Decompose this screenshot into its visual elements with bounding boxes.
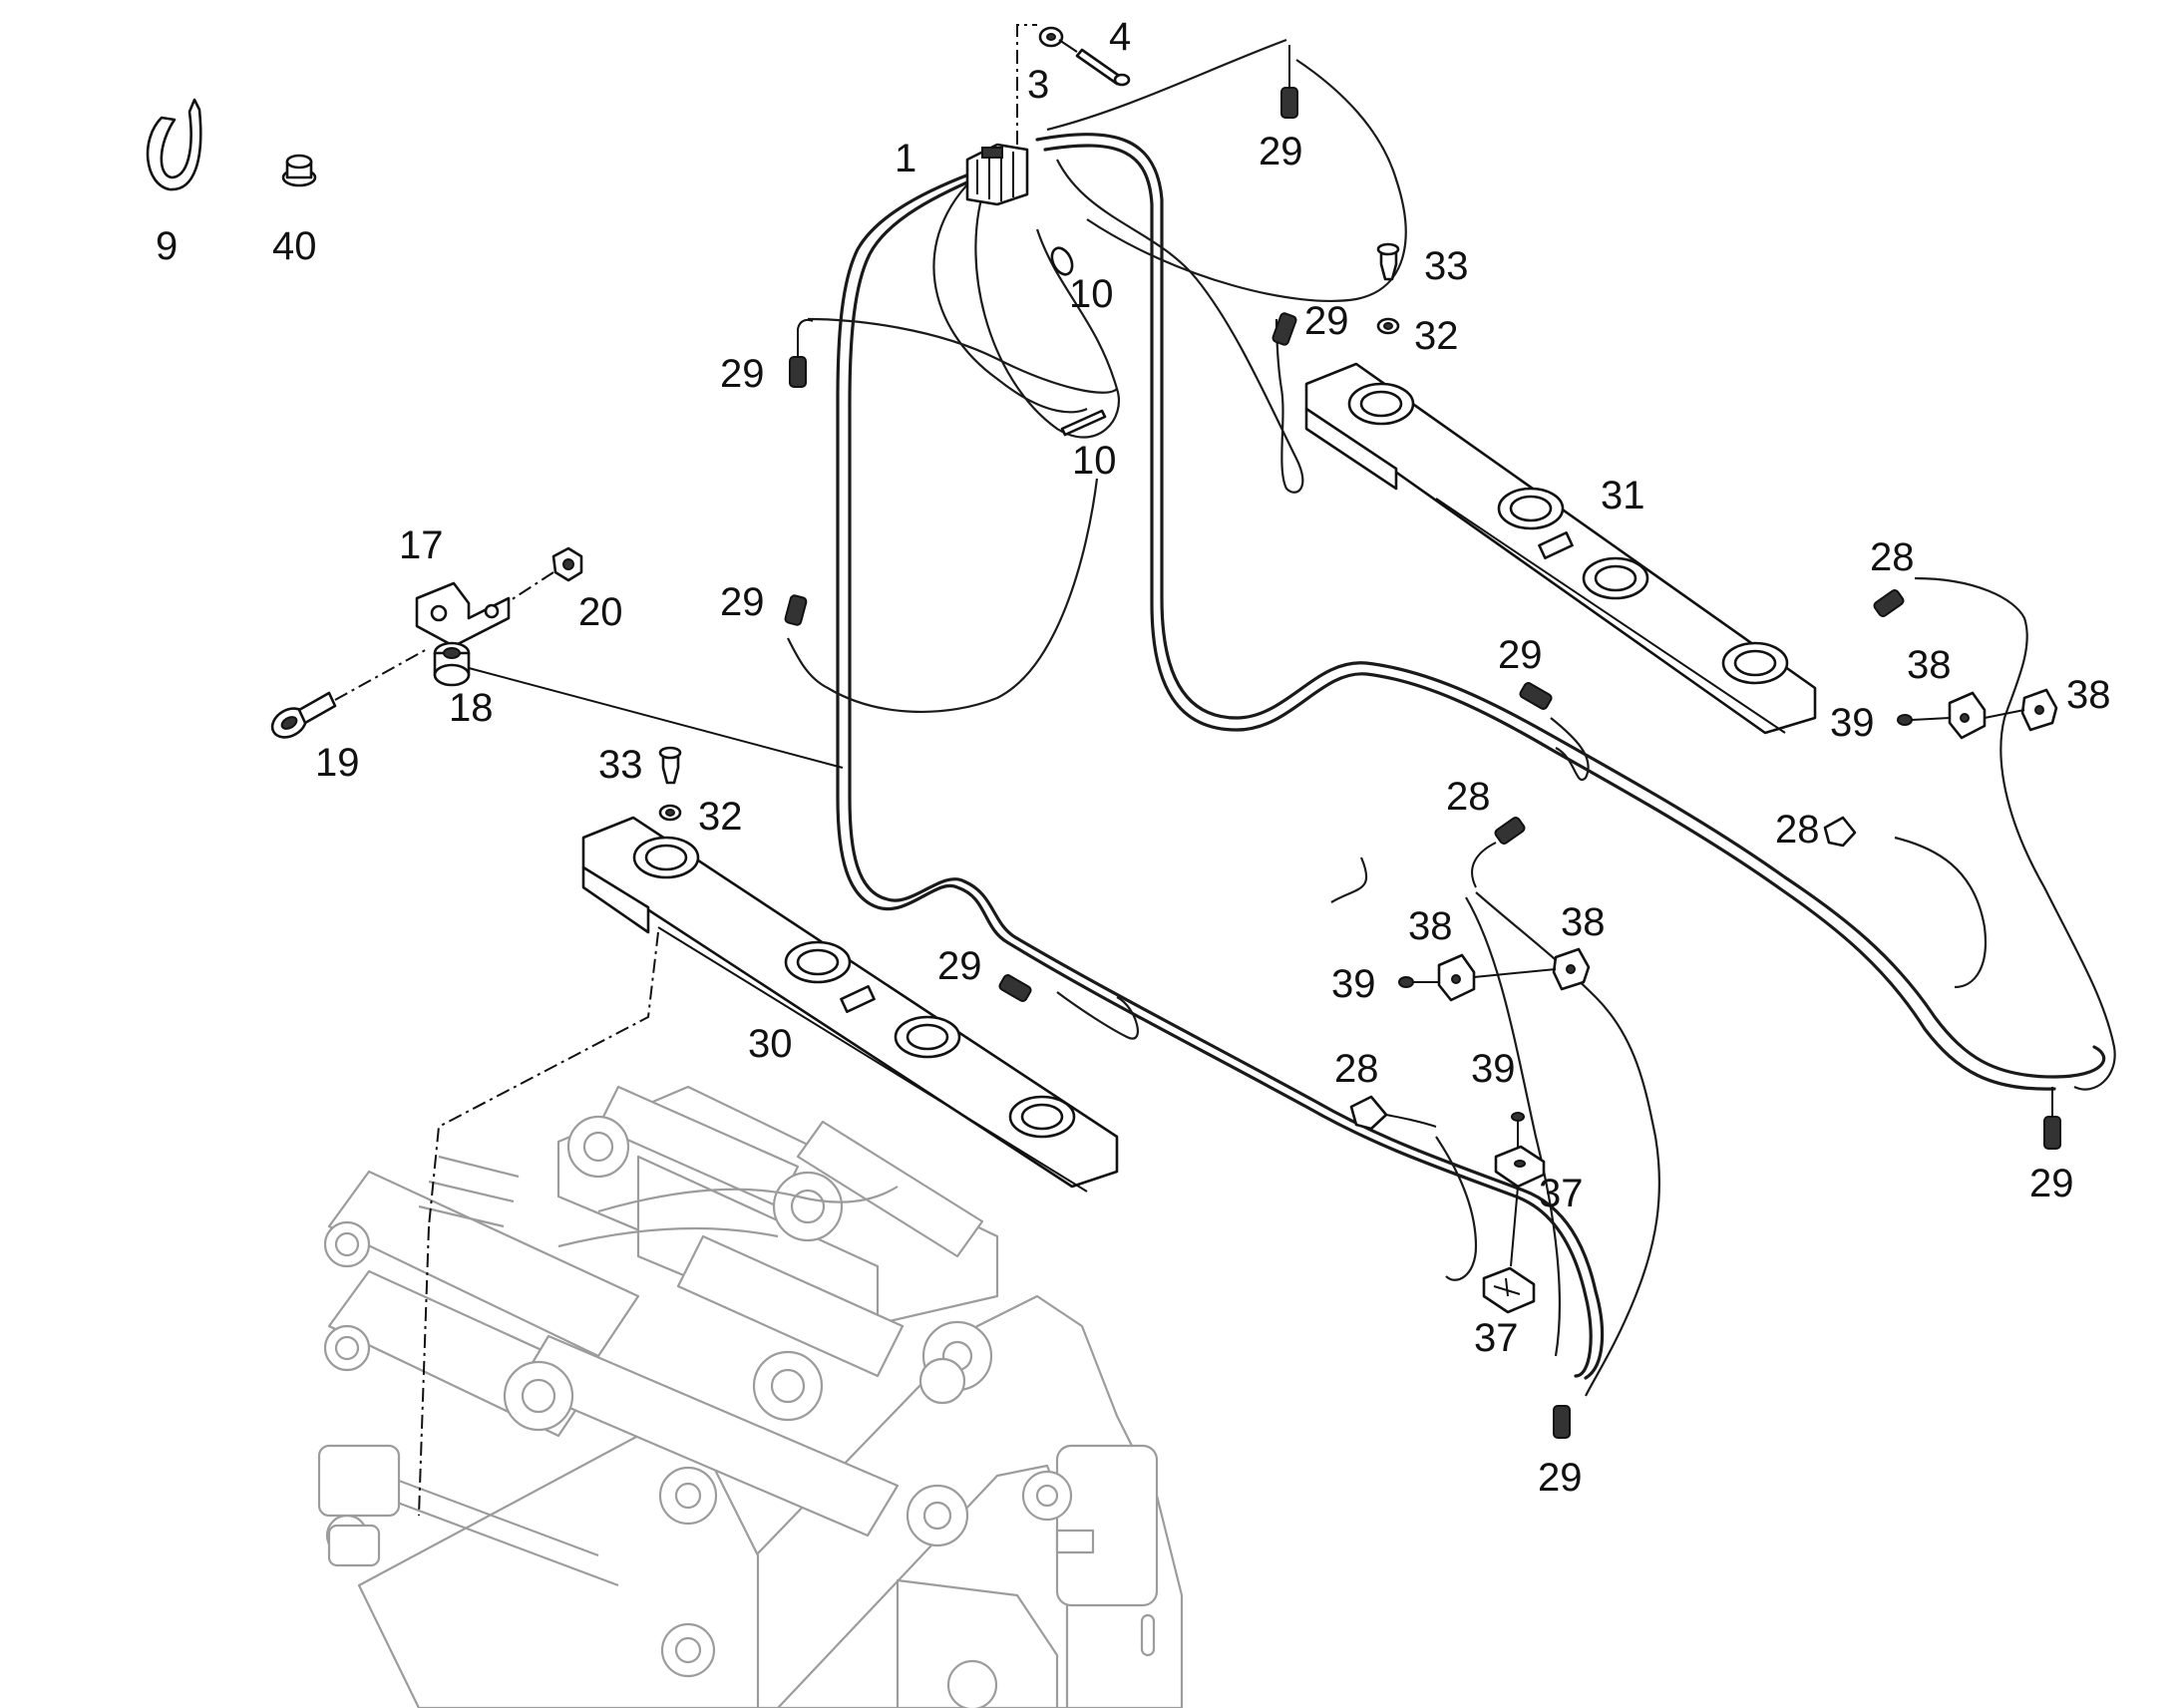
callout-10-lower: 10 [1072,439,1117,483]
plate-37-upper [1494,1145,1546,1267]
connector-29-left-upper [789,319,814,388]
callout-38-d: 38 [1561,900,1606,944]
cable-tie-loop [1050,246,1074,276]
connector-block [965,24,1037,206]
wire-harness [787,38,2116,1397]
connector-29-bottom [1553,1405,1571,1439]
callout-10-upper: 10 [1069,272,1114,316]
screw [1058,39,1131,87]
connector-28-a [1873,588,1905,618]
connector-28-d [1349,1095,1437,1131]
callout-33-lower: 33 [598,743,643,787]
callout-40: 40 [272,224,317,268]
callout-1: 1 [895,137,916,180]
callout-20: 20 [578,590,623,634]
callout-29-bottom-left: 29 [937,944,982,988]
callout-29-left-lower: 29 [720,580,765,624]
callout-28-d: 28 [1334,1047,1379,1091]
mounting-rail-lower [418,816,1119,1517]
grommet [433,641,844,769]
callout-29-mid: 29 [1304,299,1349,343]
callout-28-c: 28 [1775,808,1820,852]
callout-3: 3 [1027,63,1049,107]
washer-32-lower [658,804,682,822]
callout-29-top: 29 [1259,130,1303,173]
connector-29-mid [1272,312,1297,346]
callout-9: 9 [156,224,178,268]
plate-37-lower [1482,1266,1536,1314]
callout-labels: 1 3 4 9 40 10 10 17 18 19 20 29 29 29 29… [156,15,2111,1500]
callout-39-b: 39 [1331,962,1376,1006]
screw-39-b [1398,976,1439,988]
callout-28-b: 28 [1446,775,1491,819]
clip-38-c [1437,953,1476,1002]
screw-39-a [1897,714,1951,726]
callout-29-left-upper: 29 [720,352,765,396]
callout-4: 4 [1109,15,1131,59]
connector-29-right [2043,1087,2061,1150]
cable-tie-strap [1060,409,1107,437]
connector-29-center-right [1519,682,1553,710]
callout-32-lower: 32 [698,795,743,839]
washer-32-upper [1376,317,1400,335]
callout-29-center-right: 29 [1498,633,1543,677]
nut [510,546,583,601]
clip-38-b [1984,688,2058,732]
callout-32-upper: 32 [1414,314,1459,358]
mounting-rail-upper [1304,362,1817,735]
connector-29-left-lower [784,594,808,626]
callout-19: 19 [315,741,360,785]
callout-39-a: 39 [1830,701,1875,745]
callout-17: 17 [399,523,444,567]
clip-38-d [1473,947,1591,991]
callout-38-c: 38 [1408,904,1453,948]
callout-37-lower: 37 [1474,1316,1519,1360]
callout-29-bottom: 29 [1538,1456,1583,1500]
callout-30: 30 [748,1022,793,1066]
plug-cap [281,154,317,187]
callout-39-c: 39 [1471,1047,1516,1091]
callout-28-a: 28 [1870,535,1915,579]
screw-33-upper [1376,242,1400,281]
screw-39-c [1511,1112,1525,1152]
connector-29-top [1280,45,1298,119]
bolt [270,647,430,739]
connector-28-b [1471,816,1526,888]
callout-18: 18 [449,686,494,730]
callout-31: 31 [1601,474,1645,517]
connector-29-bottom-left [998,974,1032,1002]
callout-29-right: 29 [2029,1162,2074,1205]
callout-33-upper: 33 [1424,244,1469,288]
clip-38-a [1948,691,1987,740]
callout-38-b: 38 [2066,673,2111,717]
screw-33-lower [658,746,682,785]
cable-tie [146,98,202,191]
bracket [415,581,511,648]
callout-37-upper: 37 [1539,1172,1584,1215]
machine-assembly-ghost [317,1085,1184,1708]
connector-28-c [1823,816,1857,848]
washer [1038,26,1064,48]
callout-38-a: 38 [1907,643,1952,687]
